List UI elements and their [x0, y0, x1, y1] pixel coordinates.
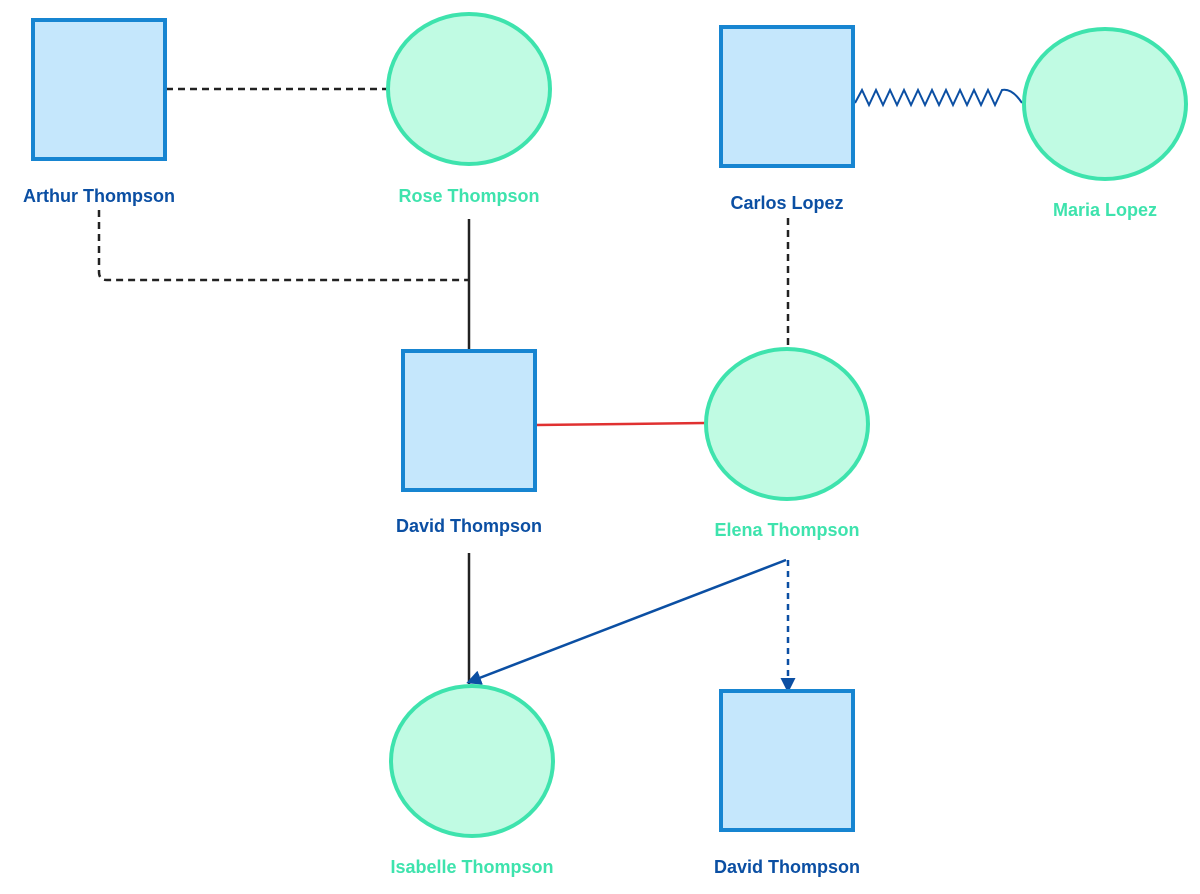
female-circle-icon [1022, 27, 1188, 181]
person-node-carlos[interactable]: Carlos Lopez [719, 25, 855, 213]
person-node-david[interactable]: David Thompson [396, 349, 542, 536]
male-square-icon [401, 349, 537, 492]
female-circle-icon [704, 347, 870, 501]
relation-carlos-maria [854, 87, 1023, 108]
relation-elena-isabelle [466, 558, 787, 685]
person-name: Carlos Lopez [730, 193, 843, 213]
person-node-maria[interactable]: Maria Lopez [1022, 27, 1188, 220]
person-node-elena[interactable]: Elena Thompson [704, 347, 870, 540]
relation-arthur-david [97, 210, 468, 282]
person-name: Maria Lopez [1053, 200, 1157, 220]
person-name: Rose Thompson [398, 186, 539, 206]
relation-david-elena [535, 421, 706, 427]
person-name: Isabelle Thompson [390, 857, 553, 877]
person-node-rose[interactable]: Rose Thompson [386, 12, 552, 206]
male-square-icon [31, 18, 167, 161]
person-name: David Thompson [396, 516, 542, 536]
person-name: Elena Thompson [714, 520, 859, 540]
male-square-icon [719, 689, 855, 832]
person-node-arthur[interactable]: Arthur Thompson [23, 18, 175, 206]
person-node-david-child[interactable]: David Thompson [714, 689, 860, 877]
person-name: Arthur Thompson [23, 186, 175, 206]
female-circle-icon [389, 684, 555, 838]
person-name: David Thompson [714, 857, 860, 877]
person-node-isabelle[interactable]: Isabelle Thompson [389, 684, 555, 877]
female-circle-icon [386, 12, 552, 166]
male-square-icon [719, 25, 855, 168]
